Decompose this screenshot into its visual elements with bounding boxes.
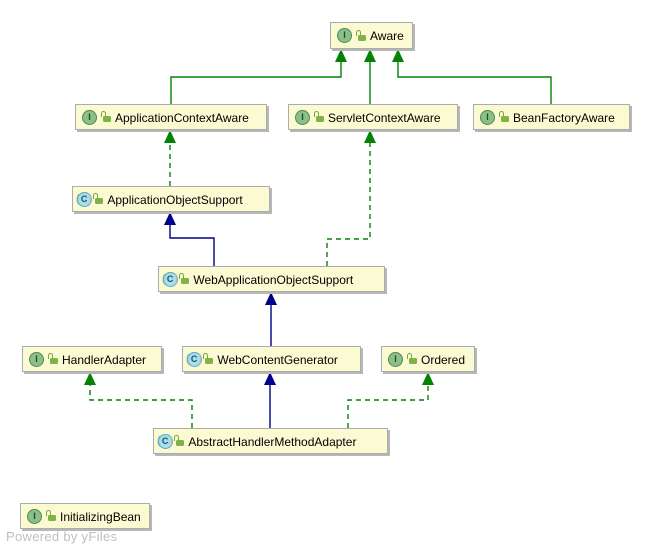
abstract-class-icon: (C): [186, 351, 202, 367]
inheritance-arrowhead: [364, 130, 376, 143]
lock-icon: [46, 510, 56, 522]
node-ordered[interactable]: I Ordered: [381, 346, 475, 372]
interface-icon: I: [82, 109, 97, 125]
abstract-class-icon: (C): [162, 271, 178, 287]
edge-web-content-generator-extends-web-application-object-support: [265, 292, 277, 346]
lock-icon: [101, 111, 111, 123]
inheritance-arrowhead: [84, 372, 96, 385]
node-application-object-support[interactable]: (C) ApplicationObjectSupport: [72, 186, 270, 212]
edge-application-object-support-implements-application-context-aware: [164, 130, 176, 186]
edge-web-application-object-support-implements-servlet-context-aware: [326, 130, 376, 266]
node-abstract-handler-method-adapter[interactable]: (C) AbstractHandlerMethodAdapter: [153, 428, 388, 454]
node-application-context-aware[interactable]: I ApplicationContextAware: [75, 104, 267, 130]
edge-bean-factory-aware-extends-interface-aware: [392, 49, 552, 104]
inheritance-arrowhead: [264, 372, 276, 385]
inheritance-arrowhead: [335, 49, 347, 62]
node-servlet-context-aware[interactable]: I ServletContextAware: [288, 104, 458, 130]
interface-icon: I: [27, 508, 42, 524]
node-label: WebApplicationObjectSupport: [193, 272, 354, 287]
lock-icon: [174, 435, 185, 447]
node-label: ApplicationObjectSupport: [107, 192, 243, 207]
edge-abstract-handler-method-adapter-extends-web-content-generator: [264, 372, 276, 428]
inheritance-arrowhead: [164, 130, 176, 143]
edge-abstract-handler-method-adapter-implements-handler-adapter: [84, 372, 193, 428]
node-label: HandlerAdapter: [62, 352, 147, 367]
node-bean-factory-aware[interactable]: I BeanFactoryAware: [473, 104, 630, 130]
node-initializing-bean[interactable]: I InitializingBean: [20, 503, 150, 529]
lock-icon: [356, 29, 366, 42]
node-label: Aware: [370, 29, 404, 43]
interface-icon: I: [337, 28, 352, 43]
abstract-class-icon: (C): [76, 191, 92, 207]
inheritance-arrowhead: [265, 292, 277, 305]
yfiles-watermark: Powered by yFiles: [6, 529, 118, 544]
lock-icon: [179, 273, 190, 285]
node-label: BeanFactoryAware: [513, 110, 615, 125]
node-label: WebContentGenerator: [217, 352, 338, 367]
node-label: ServletContextAware: [328, 110, 441, 125]
node-label: AbstractHandlerMethodAdapter: [188, 434, 357, 449]
interface-icon: I: [295, 109, 310, 125]
interface-icon: I: [388, 351, 403, 367]
lock-icon: [407, 353, 417, 365]
edge-application-context-aware-extends-interface-aware: [170, 49, 347, 104]
edge-web-application-object-support-extends-application-object-support: [164, 212, 215, 266]
interface-icon: I: [29, 351, 44, 367]
lock-icon: [314, 111, 324, 123]
interface-icon: I: [480, 109, 495, 125]
abstract-class-icon: (C): [157, 433, 173, 449]
inheritance-arrowhead: [422, 372, 434, 385]
node-web-application-object-support[interactable]: (C) WebApplicationObjectSupport: [158, 266, 385, 292]
node-web-content-generator[interactable]: (C) WebContentGenerator: [182, 346, 361, 372]
node-label: Ordered: [421, 352, 466, 367]
node-handler-adapter[interactable]: I HandlerAdapter: [22, 346, 162, 372]
lock-icon: [93, 193, 104, 205]
lock-icon: [499, 111, 509, 123]
node-label: ApplicationContextAware: [115, 110, 249, 125]
inheritance-arrowhead: [164, 212, 176, 225]
edge-abstract-handler-method-adapter-implements-ordered: [347, 372, 434, 428]
node-aware[interactable]: I Aware: [330, 22, 413, 49]
inheritance-arrowhead: [364, 49, 376, 62]
inheritance-arrowhead: [392, 49, 404, 62]
node-label: InitializingBean: [60, 509, 141, 524]
lock-icon: [48, 353, 58, 365]
edge-servlet-context-aware-extends-interface-aware: [364, 49, 376, 104]
lock-icon: [203, 353, 214, 365]
